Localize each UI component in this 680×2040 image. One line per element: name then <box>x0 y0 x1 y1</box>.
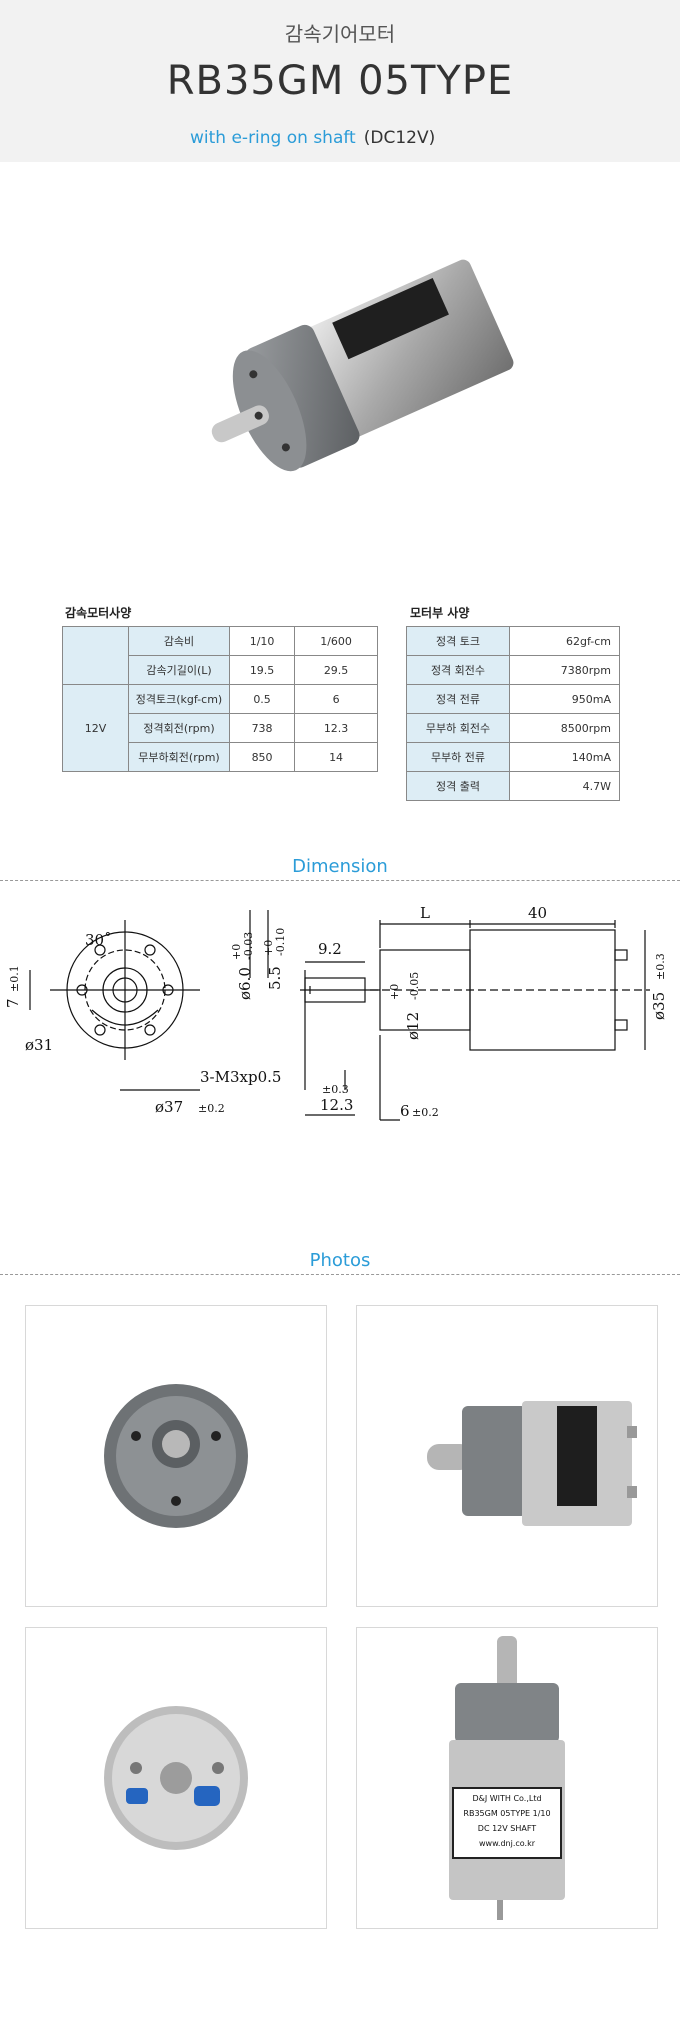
dimension-drawing: 30˚ ø31 3-M3xp0.5 ø37 ±0.2 7 ±0.1 ø6.0 +… <box>4 904 668 1121</box>
table-cell: 감속기길이(L) <box>128 655 230 685</box>
table-cell: 정격 회전수 <box>406 655 510 685</box>
table-cell: 140mA <box>509 742 620 772</box>
photo-upright: D&J WITH Co.,Ltd RB35GM 05TYPE 1/10 DC 1… <box>356 1627 658 1929</box>
dim-plus0-c: +0 <box>388 984 401 1000</box>
table-cell: 6 <box>294 684 378 714</box>
dim-d35-tol: ±0.3 <box>654 953 667 980</box>
product-category: 감속기어모터 <box>284 22 396 46</box>
table-cell: 7380rpm <box>509 655 620 685</box>
dim-screw: 3-M3xp0.5 <box>200 1068 281 1086</box>
photos-heading: Photos <box>309 1250 371 1271</box>
photo-front <box>25 1305 327 1607</box>
table-cell: 62gf-cm <box>509 626 620 656</box>
dim-7-tol: ±0.1 <box>8 965 21 992</box>
photo-side <box>356 1305 658 1607</box>
table-cell: 무부하회전(rpm) <box>128 742 230 772</box>
label-line: RB35GM 05TYPE 1/10 <box>463 1809 551 1818</box>
table-cell: 정격 출력 <box>406 771 510 801</box>
dim-d31: ø31 <box>25 1036 53 1054</box>
motor-label: D&J WITH Co.,Ltd RB35GM 05TYPE 1/10 DC 1… <box>454 1791 560 1851</box>
dim-tol: ±0.2 <box>198 1102 225 1115</box>
dim-6: 6 <box>400 1102 410 1120</box>
dim-angle: 30˚ <box>85 931 112 949</box>
dim-tol03: ±0.3 <box>322 1083 349 1096</box>
dim-7: 7 <box>4 998 22 1008</box>
table-cell: 정격회전(rpm) <box>128 713 230 743</box>
dim-92: 9.2 <box>318 940 342 958</box>
dim-plus0-b: +0 <box>262 940 275 956</box>
motor-main-image <box>211 259 514 472</box>
dim-123: 12.3 <box>320 1096 353 1114</box>
table-cell: 8500rpm <box>509 713 620 743</box>
product-model: RB35GM 05TYPE <box>166 58 514 104</box>
table-cell: 19.5 <box>228 655 296 685</box>
dim-shaft55-tol: -0.10 <box>274 928 287 956</box>
dimension-heading: Dimension <box>292 856 388 877</box>
photo-back <box>25 1627 327 1929</box>
label-line: DC 12V SHAFT <box>477 1824 537 1833</box>
subtitle-voltage: (DC12V) <box>363 128 436 148</box>
table-cell: 1/10 <box>228 626 296 656</box>
header-band <box>0 0 680 162</box>
table-cell: 감속비 <box>128 626 230 656</box>
dim-d35: ø35 <box>650 992 668 1020</box>
table-cell: 12.3 <box>294 713 378 743</box>
product-subtitle: with e-ring on shaft (DC12V) <box>190 128 435 148</box>
label-line: D&J WITH Co.,Ltd <box>472 1794 542 1803</box>
table-cell: 14 <box>294 742 378 772</box>
table-cell: 정격 전류 <box>406 684 510 714</box>
dim-d37: ø37 <box>155 1098 183 1116</box>
motor-table-title: 모터부 사양 <box>410 606 470 620</box>
dim-d12-tol: -0.05 <box>408 972 421 1000</box>
label-line: www.dnj.co.kr <box>479 1839 535 1848</box>
voltage-cell: 12V <box>62 684 129 772</box>
table-cell: 정격토크(kgf-cm) <box>128 684 230 714</box>
dim-d12: ø12 <box>404 1012 422 1040</box>
table-cell: 0.5 <box>228 684 296 714</box>
dim-40: 40 <box>528 904 547 922</box>
dim-L: L <box>420 904 430 922</box>
table-cell: 950mA <box>509 684 620 714</box>
divider <box>0 880 680 881</box>
subtitle-eng: with e-ring on shaft <box>190 128 356 148</box>
table-cell: 4.7W <box>509 771 620 801</box>
table-cell: 29.5 <box>294 655 378 685</box>
table-cell: 738 <box>228 713 296 743</box>
table-cell: 무부하 회전수 <box>406 713 510 743</box>
table-cell: 정격 토크 <box>406 626 510 656</box>
dim-shaft60: ø6.0 <box>236 967 254 1000</box>
dim-shaft60-tol: -0.03 <box>242 932 255 960</box>
dim-6-tol: ±0.2 <box>412 1106 439 1119</box>
table-cell: 850 <box>228 742 296 772</box>
dim-plus0: +0 <box>230 944 243 960</box>
table-cell: 무부하 전류 <box>406 742 510 772</box>
gear-table-title: 감속모터사양 <box>65 606 132 620</box>
dim-shaft55: 5.5 <box>266 966 284 990</box>
table-cell: 1/600 <box>294 626 378 656</box>
divider <box>0 1274 680 1275</box>
